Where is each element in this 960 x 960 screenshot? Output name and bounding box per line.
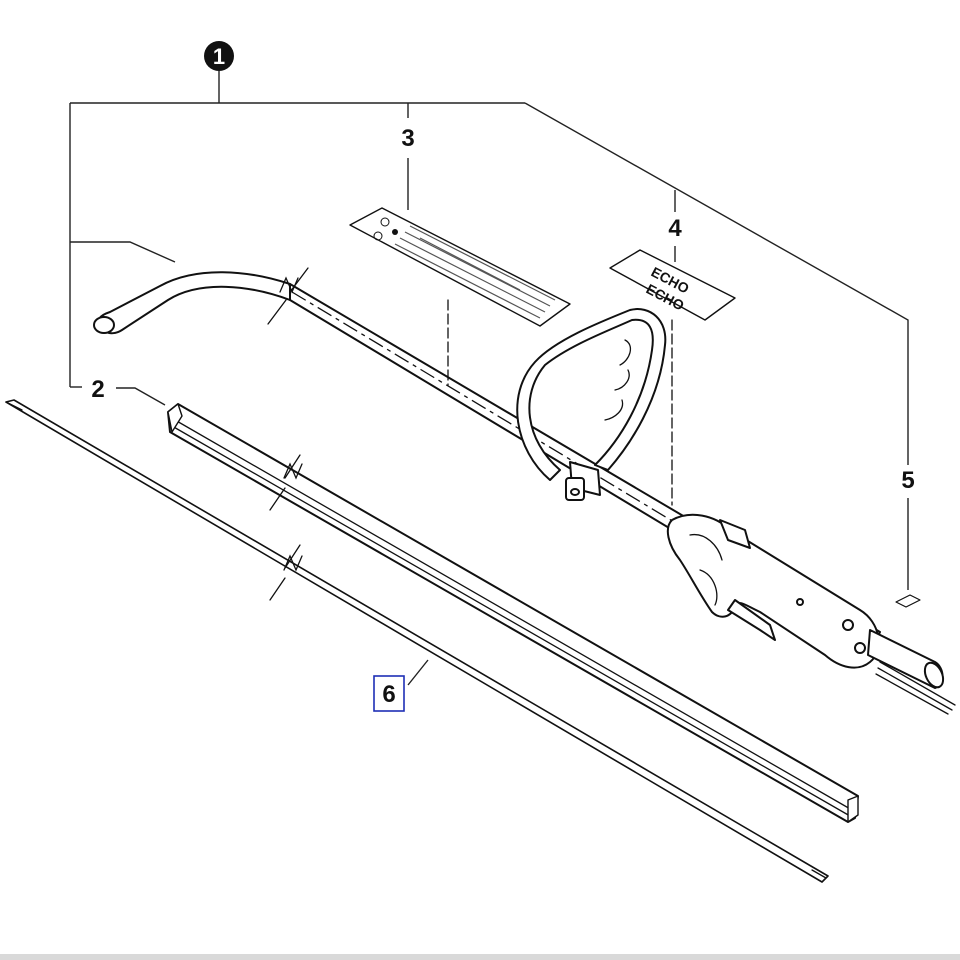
callout-2[interactable]: 2	[91, 376, 104, 403]
callout-6[interactable]: 6	[373, 675, 405, 712]
warning-label	[349, 207, 571, 386]
callout-2-leader	[116, 387, 166, 406]
warning-label-icon-3	[392, 229, 398, 235]
shaft-tube	[167, 403, 859, 823]
warning-label-icon-2	[373, 231, 383, 241]
callout-6-highlight-box	[373, 675, 405, 712]
callout-3[interactable]: 3	[401, 125, 414, 152]
warning-label-icon	[380, 217, 390, 227]
callout-4[interactable]: 4	[668, 215, 682, 242]
callout-6-leader	[407, 659, 429, 686]
callout-6-number: 6	[382, 681, 395, 708]
callout-1-number: 1	[213, 44, 225, 69]
drive-shaft	[5, 399, 829, 883]
callout-1[interactable]: 1	[204, 41, 234, 71]
bottom-divider	[0, 954, 960, 960]
small-label	[895, 594, 921, 608]
warning-label-text-lines	[394, 225, 556, 319]
assembly-bracket-leader	[69, 71, 909, 465]
throttle-handle	[666, 513, 956, 715]
callout-5[interactable]: 5	[901, 467, 914, 494]
loop-handle	[516, 308, 667, 501]
